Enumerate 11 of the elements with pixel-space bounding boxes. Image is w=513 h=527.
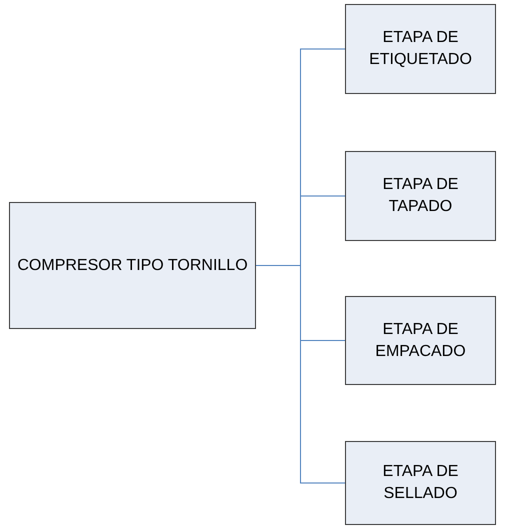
process-box — [345, 4, 496, 94]
process-box — [345, 441, 496, 525]
process-box — [345, 151, 496, 241]
box-label: ETAPA DE EMPACADO — [374, 320, 467, 362]
connector-line — [256, 265, 346, 484]
process-box — [9, 202, 256, 329]
box-label: COMPRESOR TIPO TORNILLO — [17, 256, 248, 276]
box-label: ETAPA DE SELLADO — [382, 462, 460, 504]
box-label: ETAPA DE TAPADO — [382, 175, 460, 217]
process-box — [345, 296, 496, 385]
box-label: ETAPA DE ETIQUETADO — [368, 28, 473, 70]
